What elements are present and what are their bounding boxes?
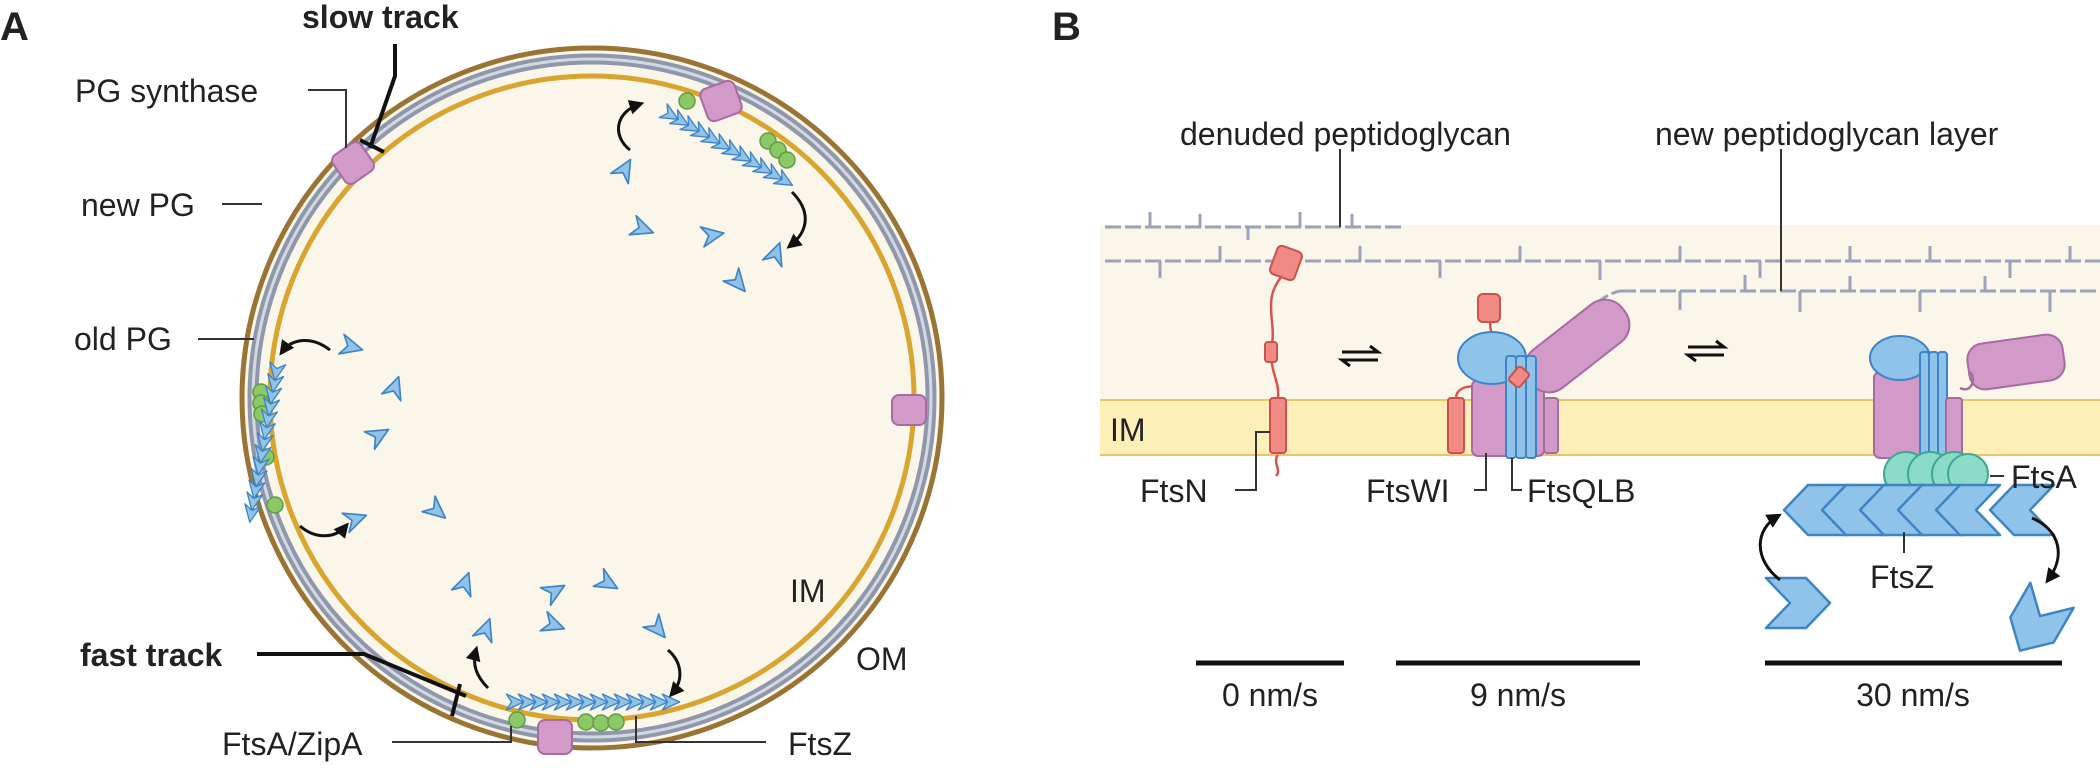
ftsn-protein xyxy=(1264,244,1303,477)
new-pg-label: new PG xyxy=(81,187,195,223)
inner-membrane-label: IM xyxy=(790,573,826,609)
ftsz-filament-top xyxy=(658,92,798,194)
slow-track-label: slow track xyxy=(302,0,459,35)
ftsn-transmembrane-helix xyxy=(1269,397,1287,454)
panel-a-letter: A xyxy=(0,5,29,49)
ftsz-label-b: FtsZ xyxy=(1870,559,1934,595)
ftsa-monomer xyxy=(508,711,526,729)
ftsa-monomer xyxy=(607,713,625,731)
ftswi-label: FtsWI xyxy=(1366,473,1450,509)
ftsi-periplasmic-arm xyxy=(1966,333,2066,391)
ftsn-label: FtsN xyxy=(1140,473,1208,509)
fast-divisome-complex xyxy=(1758,333,2075,665)
ftsz-label-a: FtsZ xyxy=(788,726,852,762)
denuded-peptidoglycan-strands xyxy=(1105,212,2100,280)
pg-synthase-enzymes xyxy=(331,79,927,755)
ftsa-monomer xyxy=(778,151,796,169)
ftsa-monomer xyxy=(592,714,610,732)
outer-membrane-label: OM xyxy=(856,641,908,677)
panel-b: B denuded peptidoglycan new peptidoglyca… xyxy=(1052,5,2100,713)
denuded-pg-label: denuded peptidoglycan xyxy=(1180,116,1511,152)
speed-label-fast: 30 nm/s xyxy=(1856,677,1970,713)
pg-synthase-enzyme xyxy=(331,141,375,185)
panel-b-leaders xyxy=(1235,149,2004,553)
pg-synthase-enzyme xyxy=(699,79,743,123)
pg-synthase-enzyme xyxy=(537,719,573,755)
treadmill-arrows xyxy=(279,100,807,698)
panel-a-leaders xyxy=(198,44,766,743)
speed-label-slow: 0 nm/s xyxy=(1222,677,1318,713)
ftsqlb-helices xyxy=(1919,351,1948,459)
free-ftsz-monomer xyxy=(1764,576,1832,630)
ftsn-small-domain xyxy=(1264,341,1278,363)
im-label-b: IM xyxy=(1110,412,1146,448)
fast-track-label: fast track xyxy=(80,637,223,673)
free-ftsz-monomer xyxy=(1997,581,2075,665)
panel-a: A slow track PG synthase new PG old PG I… xyxy=(0,0,945,762)
outer-membrane xyxy=(239,45,945,751)
cell-envelope xyxy=(239,45,945,751)
ftsa-label-b: FtsA xyxy=(2011,459,2077,495)
panel-b-letter: B xyxy=(1052,5,1081,49)
ftsn-transmembrane-helix xyxy=(1447,397,1465,454)
old-pg-label: old PG xyxy=(74,321,172,357)
ftsn-periplasmic-domain xyxy=(1477,293,1501,323)
ftsa-monomer xyxy=(266,496,284,514)
ftsqlb-label: FtsQLB xyxy=(1527,473,1635,509)
ftsa-monomer xyxy=(577,713,595,731)
ftsz-filament-left xyxy=(241,361,287,525)
pg-synthase-label: PG synthase xyxy=(75,73,258,109)
new-pg-layer-label: new peptidoglycan layer xyxy=(1655,116,1999,152)
ftsn-tail xyxy=(1274,454,1280,477)
equilibrium-arrows-2 xyxy=(1683,339,1729,363)
active-divisome-complex xyxy=(1447,293,1631,459)
ftsz-filament-bottom xyxy=(505,693,681,732)
equilibrium-arrows-1 xyxy=(1337,344,1383,368)
pg-synthase-enzyme xyxy=(891,394,927,426)
new-peptidoglycan-layer xyxy=(1538,275,2100,362)
speed-label-mid: 9 nm/s xyxy=(1470,677,1566,713)
old-pg-core xyxy=(251,57,933,739)
ftsa-monomer xyxy=(678,92,696,110)
ftsa-zipa-label: FtsA/ZipA xyxy=(222,726,363,762)
